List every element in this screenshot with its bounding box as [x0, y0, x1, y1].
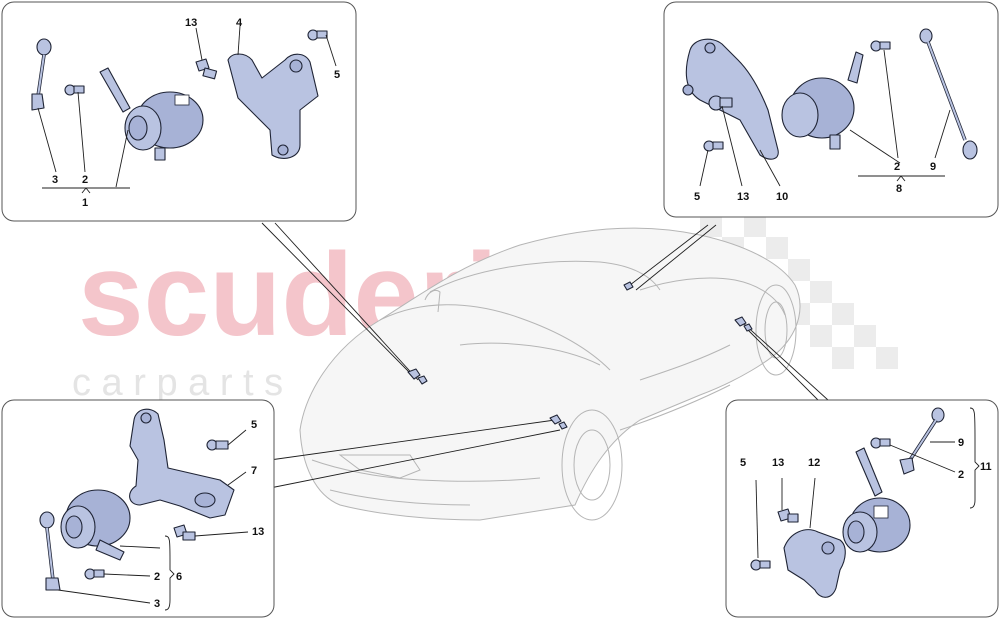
callout-4: 4	[236, 17, 243, 29]
panel-top-right: 5 13 10 2 9 8	[663, 1, 999, 218]
screw-part	[703, 140, 724, 152]
bolt-part	[195, 58, 218, 80]
height-sensor-part	[60, 489, 131, 561]
screw-part-2	[870, 437, 891, 449]
callout-13: 13	[737, 191, 749, 203]
screw-part	[64, 84, 85, 96]
car-sensor-markers	[407, 281, 753, 430]
callout-2: 2	[894, 161, 900, 173]
screw-part-2	[870, 40, 891, 52]
height-sensor-part	[99, 67, 204, 161]
callout-3: 3	[52, 174, 58, 186]
callout-13: 13	[185, 17, 197, 29]
callout-10: 10	[776, 191, 788, 203]
panel-bottom-right: 5 13 12 9 2 11	[725, 399, 999, 618]
bracket-part	[783, 529, 846, 598]
height-sensor-part	[781, 51, 864, 150]
callout-9: 9	[930, 161, 936, 173]
callout-9: 9	[958, 437, 964, 449]
bracket-part	[227, 53, 319, 159]
callout-6: 6	[176, 571, 182, 583]
panel-top-left: 3 2 1 13 4 5	[1, 1, 357, 222]
callout-13: 13	[252, 526, 264, 538]
bolt-part	[708, 95, 733, 111]
callout-5: 5	[251, 419, 257, 431]
callout-5: 5	[740, 457, 746, 469]
leader-lines	[261, 222, 829, 489]
callout-2: 2	[958, 469, 964, 481]
screw-part-5	[307, 29, 328, 41]
link-rod-part	[899, 407, 945, 475]
callout-13: 13	[772, 457, 784, 469]
callout-7: 7	[251, 465, 257, 477]
link-rod-part	[31, 38, 52, 111]
screw-part	[206, 439, 229, 451]
bracket-part	[129, 408, 235, 519]
callout-12: 12	[808, 457, 820, 469]
callout-5: 5	[334, 69, 340, 81]
panel-bottom-left: 5 7 13 2 6 3	[1, 399, 275, 618]
callout-5: 5	[694, 191, 700, 203]
callout-11: 11	[980, 461, 992, 473]
callout-2: 2	[82, 174, 88, 186]
watermark-sub: c a r p a r t s	[72, 362, 283, 404]
height-sensor-part	[842, 447, 911, 553]
screw-part-2	[84, 568, 105, 580]
callout-1: 1	[82, 197, 88, 209]
callout-8: 8	[896, 183, 902, 195]
callout-3: 3	[154, 598, 160, 610]
screw-part	[750, 559, 771, 571]
bolt-part	[777, 508, 799, 523]
callout-2: 2	[154, 571, 160, 583]
link-rod-part	[39, 511, 61, 591]
link-rod-part	[919, 28, 978, 160]
